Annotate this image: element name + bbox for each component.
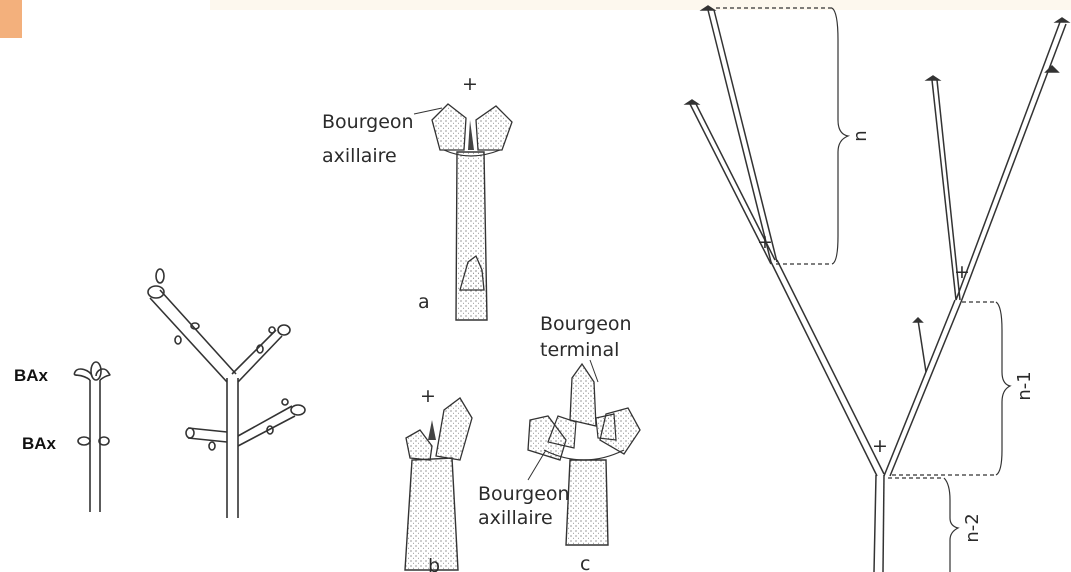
drawing-b [405, 398, 472, 570]
letter-b: b [428, 555, 440, 572]
right-branching-diagram [686, 6, 1068, 572]
drawing-a [414, 104, 512, 320]
plus-top-left: + [757, 231, 773, 253]
plus-bottom: + [872, 435, 888, 457]
branched-shoot [148, 269, 305, 518]
accent-tab [0, 0, 22, 38]
bracket-n [716, 8, 848, 264]
left-simple-shoot [74, 362, 110, 512]
bracket-n2-label: n-2 [962, 513, 983, 542]
bracket-n-label: n [850, 130, 871, 141]
label-c-bottom-line1: Bourgeon [478, 483, 570, 505]
label-a-line2: axillaire [322, 145, 397, 167]
label-c-top-line1: Bourgeon [540, 313, 632, 335]
letter-a: a [418, 291, 430, 313]
plus-top-right: + [954, 261, 970, 283]
letter-c: c [580, 553, 590, 572]
plus-a: + [462, 73, 478, 95]
label-c-bottom-line2: axillaire [478, 507, 553, 529]
bracket-n1-label: n-1 [1014, 371, 1035, 400]
top-band [210, 0, 1071, 10]
bracket-n2 [888, 478, 958, 572]
label-c-top-line2: terminal [540, 339, 619, 361]
label-a-line1: Bourgeon [322, 111, 414, 133]
label-bax-upper: BAx [14, 366, 49, 385]
plus-b: + [420, 385, 436, 407]
label-bax-lower: BAx [22, 434, 57, 453]
